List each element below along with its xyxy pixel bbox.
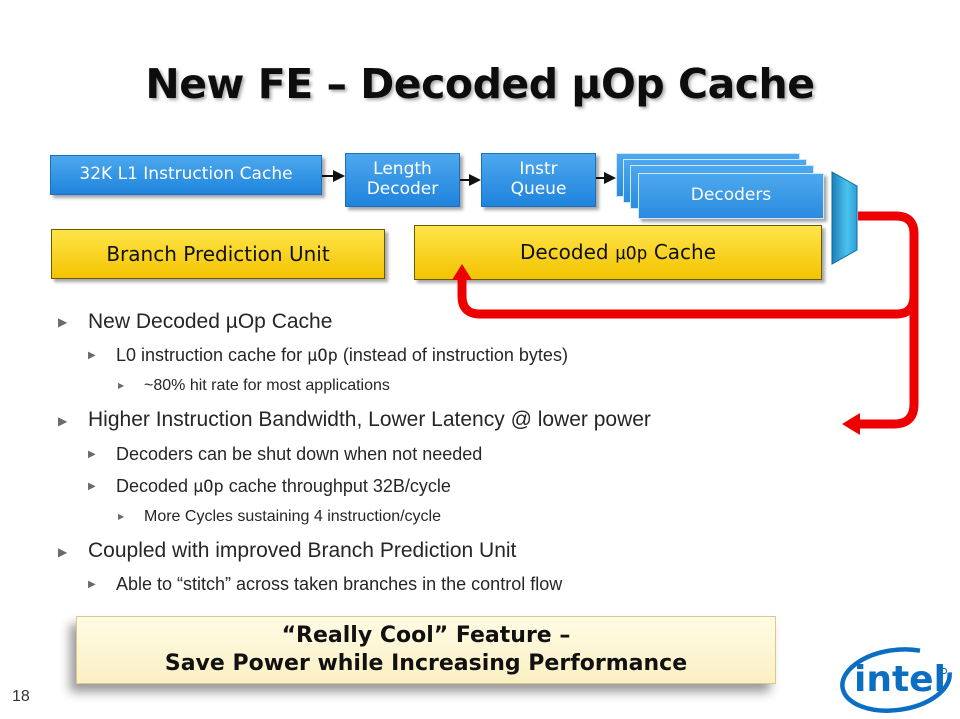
bullet-bandwidth: Higher Instruction Bandwidth, Lower Late…: [88, 408, 651, 431]
decoders-box: Decoders: [638, 173, 824, 219]
feature-callout: “Really Cool” Feature – Save Power while…: [76, 616, 776, 684]
intel-logo-text: intel: [854, 659, 946, 700]
sub-bullet-stitch: Able to “stitch” across taken branches i…: [116, 574, 563, 594]
flow-arrow-l1-to-length: [322, 170, 345, 182]
slide-title: New FE – Decoded µOp Cache: [145, 60, 815, 108]
decoded-uop-cache-label: Decoded µOp Cache: [519, 240, 717, 264]
flow-arrow-queue-to-decoders: [596, 172, 616, 184]
sub-bullet-throughput: Decoded µOp cache throughput 32B/cycle: [116, 476, 451, 497]
bullet-uop-cache: New Decoded µOp Cache: [88, 310, 333, 333]
branch-prediction-unit-box: Branch Prediction Unit: [51, 229, 385, 279]
sub-bullet-decoders-shutdown: Decoders can be shut down when not neede…: [116, 444, 483, 464]
callout-line2: Save Power while Increasing Performance: [164, 651, 688, 676]
sub-bullet-marker: ▶: [88, 449, 96, 460]
red-arrowhead-left: [842, 413, 860, 435]
bullet-marker: ▶: [58, 545, 68, 559]
page-number: 18: [12, 688, 30, 705]
sub-bullet-marker: ▶: [88, 579, 96, 590]
length-decoder-label-line1: Length: [373, 159, 432, 180]
sub-sub-bullet-marker: ▶: [118, 512, 125, 521]
length-decoder-label-line2: Decoder: [366, 179, 439, 199]
mux-shape: [831, 171, 858, 265]
branch-prediction-unit-label: Branch Prediction Unit: [106, 242, 330, 266]
flow-arrow-length-to-queue: [460, 174, 481, 186]
red-arrow-to-bullets: [858, 296, 919, 429]
length-decoder-box: Length Decoder: [345, 153, 460, 207]
decoders-label: Decoders: [690, 185, 772, 206]
bullet-marker: ▶: [58, 414, 68, 428]
instr-queue-label-line1: Instr: [519, 159, 558, 180]
sub-sub-bullet-marker: ▶: [118, 381, 125, 390]
intel-logo: intel: [840, 647, 952, 713]
sub-bullet-marker: ▶: [88, 350, 96, 361]
bullet-branch-prediction: Coupled with improved Branch Prediction …: [88, 539, 517, 562]
bullet-marker: ▶: [58, 315, 68, 329]
instr-queue-label-line2: Queue: [510, 179, 567, 199]
red-arrowhead-up: [452, 264, 472, 280]
callout-line1: “Really Cool” Feature –: [281, 623, 571, 648]
l1-instruction-cache-box: 32K L1 Instruction Cache: [50, 155, 322, 195]
sub-bullet-l0-cache: L0 instruction cache for µOp (instead of…: [116, 345, 568, 366]
l1-instruction-cache-label: 32K L1 Instruction Cache: [79, 164, 293, 185]
decoded-uop-cache-box: Decoded µOp Cache: [414, 225, 822, 280]
instr-queue-box: Instr Queue: [481, 153, 596, 207]
sub-bullet-marker: ▶: [88, 481, 96, 492]
sub-sub-bullet-cycles: More Cycles sustaining 4 instruction/cyc…: [144, 508, 442, 525]
sub-sub-bullet-hit-rate: ~80% hit rate for most applications: [144, 377, 390, 394]
decoders-stack: Decoders: [616, 153, 826, 223]
